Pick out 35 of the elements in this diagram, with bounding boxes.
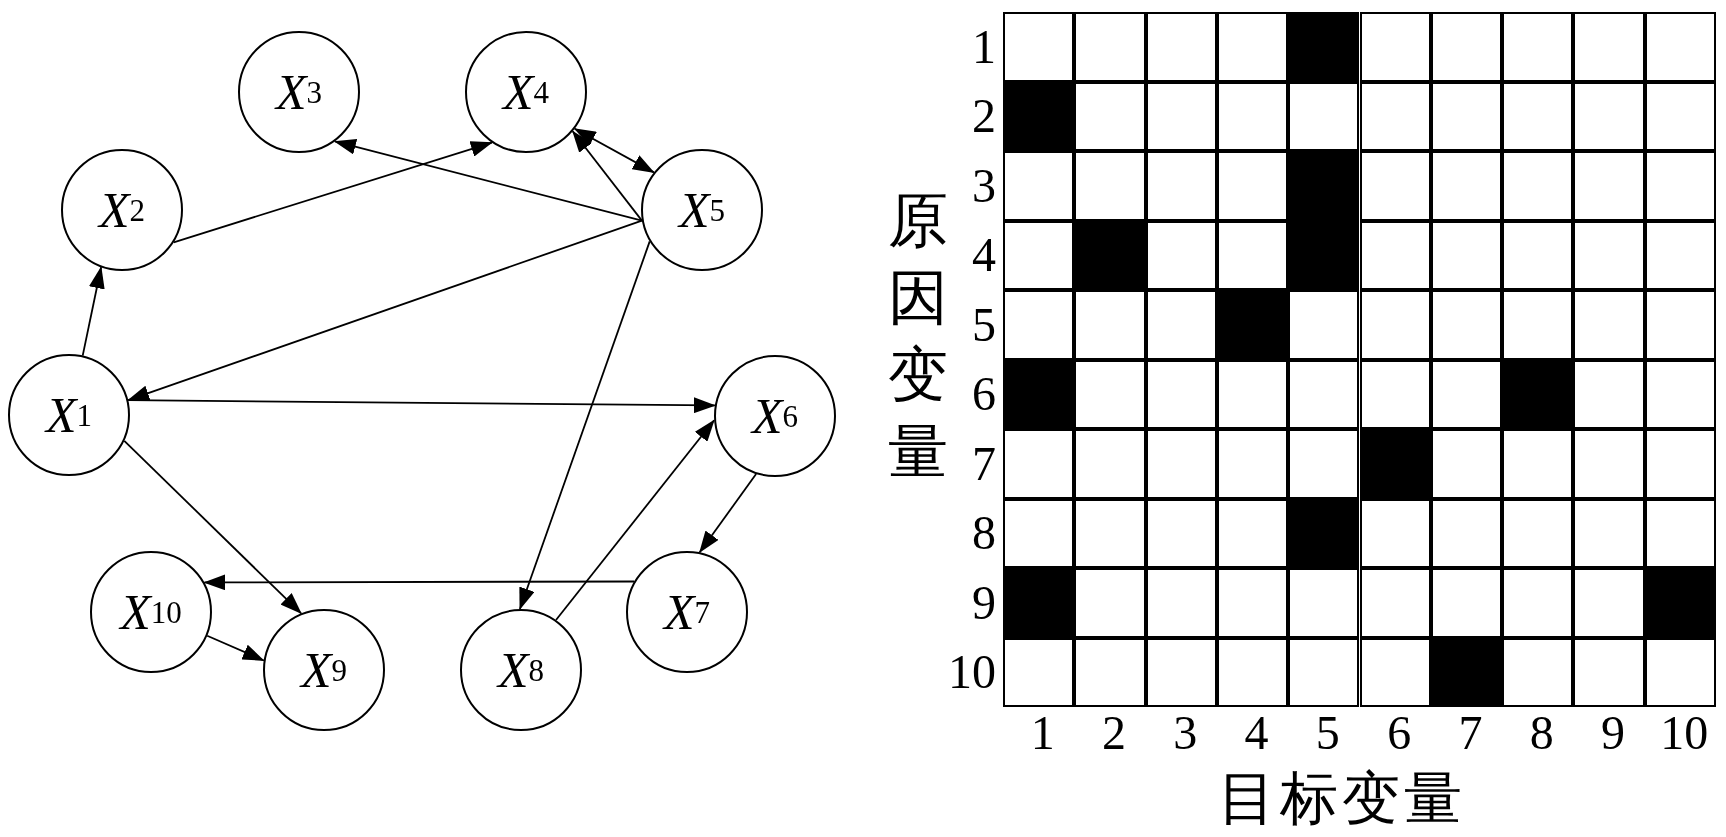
row-number: 7 [972,439,996,488]
row-number: 4 [972,231,996,280]
arrow [571,130,643,222]
row-number: 6 [972,370,996,419]
row-number: 8 [972,509,996,558]
arrow [698,473,757,554]
axis-title: 目标变量 [1218,770,1466,828]
column-number: 9 [1601,709,1626,757]
arrow [127,397,716,414]
arrow [81,266,105,357]
arrow [123,439,302,615]
row-number: 5 [972,300,996,349]
column-number: 3 [1173,709,1198,757]
arrow [206,634,265,662]
row-number: 2 [972,92,996,141]
column-number: 4 [1244,709,1269,757]
double-arrow [573,127,655,174]
arrow [203,574,636,591]
column-number: 1 [1030,709,1055,757]
column-number: 2 [1101,709,1126,757]
column-number: 10 [1660,709,1709,757]
row-number: 9 [972,578,996,627]
row-number: 3 [972,161,996,210]
column-number: 7 [1458,709,1483,757]
row-number: 10 [948,648,996,697]
row-number: 1 [972,22,996,71]
arrow [519,240,651,610]
arrow [127,219,643,402]
column-number: 5 [1315,709,1340,757]
arrow [555,419,715,621]
arrow [333,138,643,222]
axis-title: 原因变量 [888,187,948,487]
column-number: 8 [1529,709,1554,757]
column-number: 6 [1387,709,1412,757]
arrow [172,141,493,244]
